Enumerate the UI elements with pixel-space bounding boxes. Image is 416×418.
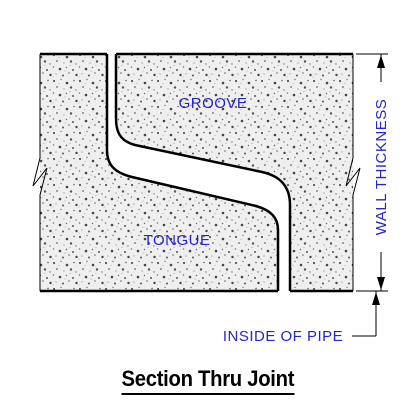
inside-of-pipe-label: INSIDE OF PIPE	[223, 328, 343, 345]
caption-text: Section Thru Joint	[121, 366, 295, 395]
diagram-caption: Section Thru Joint	[0, 366, 416, 395]
tongue-label: TONGUE	[144, 232, 211, 249]
left-break-line	[32, 54, 48, 291]
groove-section	[116, 54, 353, 291]
groove-label: GROOVE	[179, 95, 248, 112]
right-break-line	[345, 54, 361, 291]
inside-of-pipe-leader	[352, 291, 380, 337]
tongue-joint-line	[105, 54, 280, 291]
arrow-up-icon	[377, 55, 385, 68]
groove-joint-line	[114, 54, 292, 291]
tongue-section	[40, 54, 278, 291]
wall-thickness-dimension	[356, 53, 388, 292]
wall-thickness-label: WALL THICKNESS	[373, 99, 390, 235]
arrow-up-icon	[372, 292, 380, 305]
arrow-down-icon	[377, 277, 385, 290]
